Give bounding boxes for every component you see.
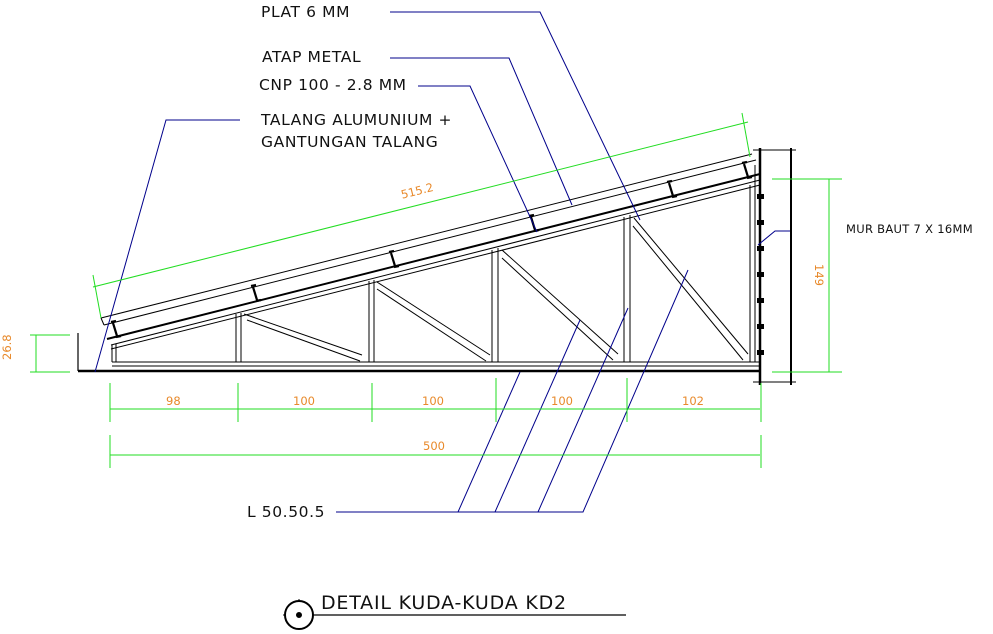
bottom-chord bbox=[77, 333, 760, 373]
label-plat: PLAT 6 MM bbox=[261, 3, 351, 21]
wall-column bbox=[753, 148, 796, 385]
dim-bay-5: 102 bbox=[682, 394, 704, 408]
label-talang-line1: TALANG ALUMUNIUM + bbox=[261, 111, 453, 129]
dim-right-height: 149 bbox=[812, 264, 826, 286]
dim-total-span: 500 bbox=[423, 439, 445, 453]
truss-verticals bbox=[115, 185, 751, 362]
dim-bay-3: 100 bbox=[422, 394, 444, 408]
label-mur-baut: MUR BAUT 7 X 16MM bbox=[846, 222, 973, 236]
dim-bay-1: 98 bbox=[166, 394, 181, 408]
dimension-lines bbox=[30, 112, 842, 468]
label-cnp: CNP 100 - 2.8 MM bbox=[259, 76, 407, 94]
drawing-title: DETAIL KUDA-KUDA KD2 bbox=[321, 592, 567, 614]
bolt-icons bbox=[757, 194, 764, 355]
roof-sheet bbox=[100, 153, 757, 326]
top-chord bbox=[106, 173, 761, 350]
leader-lines bbox=[94, 11, 790, 513]
truss-diagonals bbox=[243, 217, 749, 362]
section-marker-icon bbox=[283, 599, 626, 630]
dim-left-height: 26.8 bbox=[0, 334, 14, 360]
dim-bay-2: 100 bbox=[293, 394, 315, 408]
label-talang-line2: GANTUNGAN TALANG bbox=[261, 133, 439, 151]
label-siku: L 50.50.5 bbox=[247, 503, 326, 521]
label-atap-metal: ATAP METAL bbox=[262, 48, 362, 66]
dim-bay-4: 100 bbox=[551, 394, 573, 408]
